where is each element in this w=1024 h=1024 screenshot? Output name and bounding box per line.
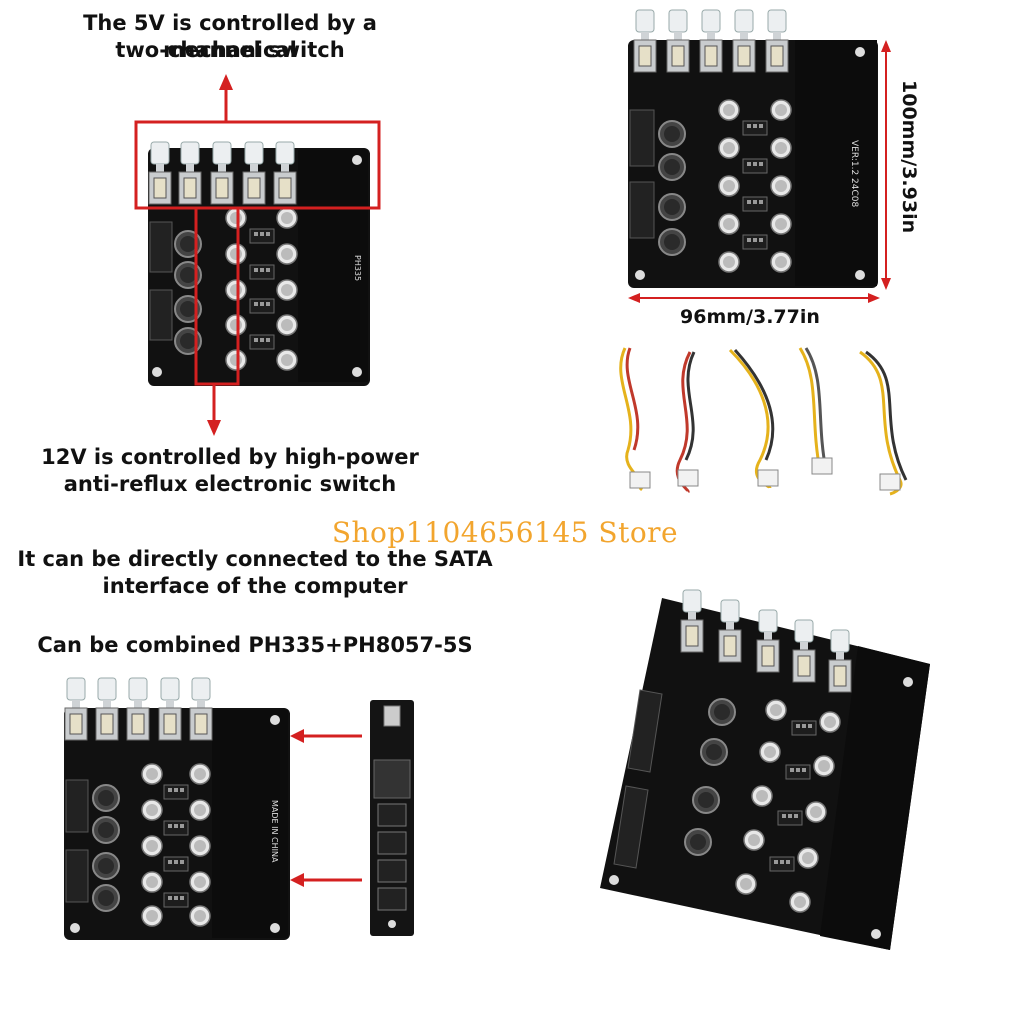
annotation-5v <box>134 74 381 210</box>
width-dimension-label: 96mm/3.77in <box>680 306 820 328</box>
caption-12v-line1: 12V is controlled by high-power <box>41 445 419 469</box>
board-top-left: PH335 <box>148 141 370 386</box>
connection-arrows <box>290 729 362 887</box>
caption-sata-line2: interface of the computer <box>102 574 408 598</box>
board-made-in-label: MADE IN CHINA <box>270 800 279 863</box>
caption-5v-line1: The 5V is controlled by a mechanical <box>83 11 377 62</box>
board-bottom-right <box>600 589 930 950</box>
caption-combined: Can be combined PH335+PH8057-5S <box>37 633 473 657</box>
caption-12v-line2: anti-reflux electronic switch <box>63 472 397 496</box>
dimension-arrows <box>628 40 891 303</box>
board-version-label: VER:1.2 24C08 <box>849 140 859 207</box>
board-top-right: VER:1.2 24C08 <box>628 9 878 288</box>
board-bottom-left: MADE IN CHINA <box>64 677 290 940</box>
cable-connectors <box>629 457 901 491</box>
caption-sata-line1: It can be directly connected to the SATA <box>17 547 493 571</box>
caption-5v-line2: two-channel switch <box>115 38 345 62</box>
board-label: PH335 <box>353 255 362 281</box>
annotation-12v <box>194 206 240 436</box>
sata-adapter-board <box>370 700 414 936</box>
store-watermark: Shop1104656145 Store <box>331 516 679 549</box>
height-dimension-label: 100mm/3.93in <box>898 80 920 234</box>
